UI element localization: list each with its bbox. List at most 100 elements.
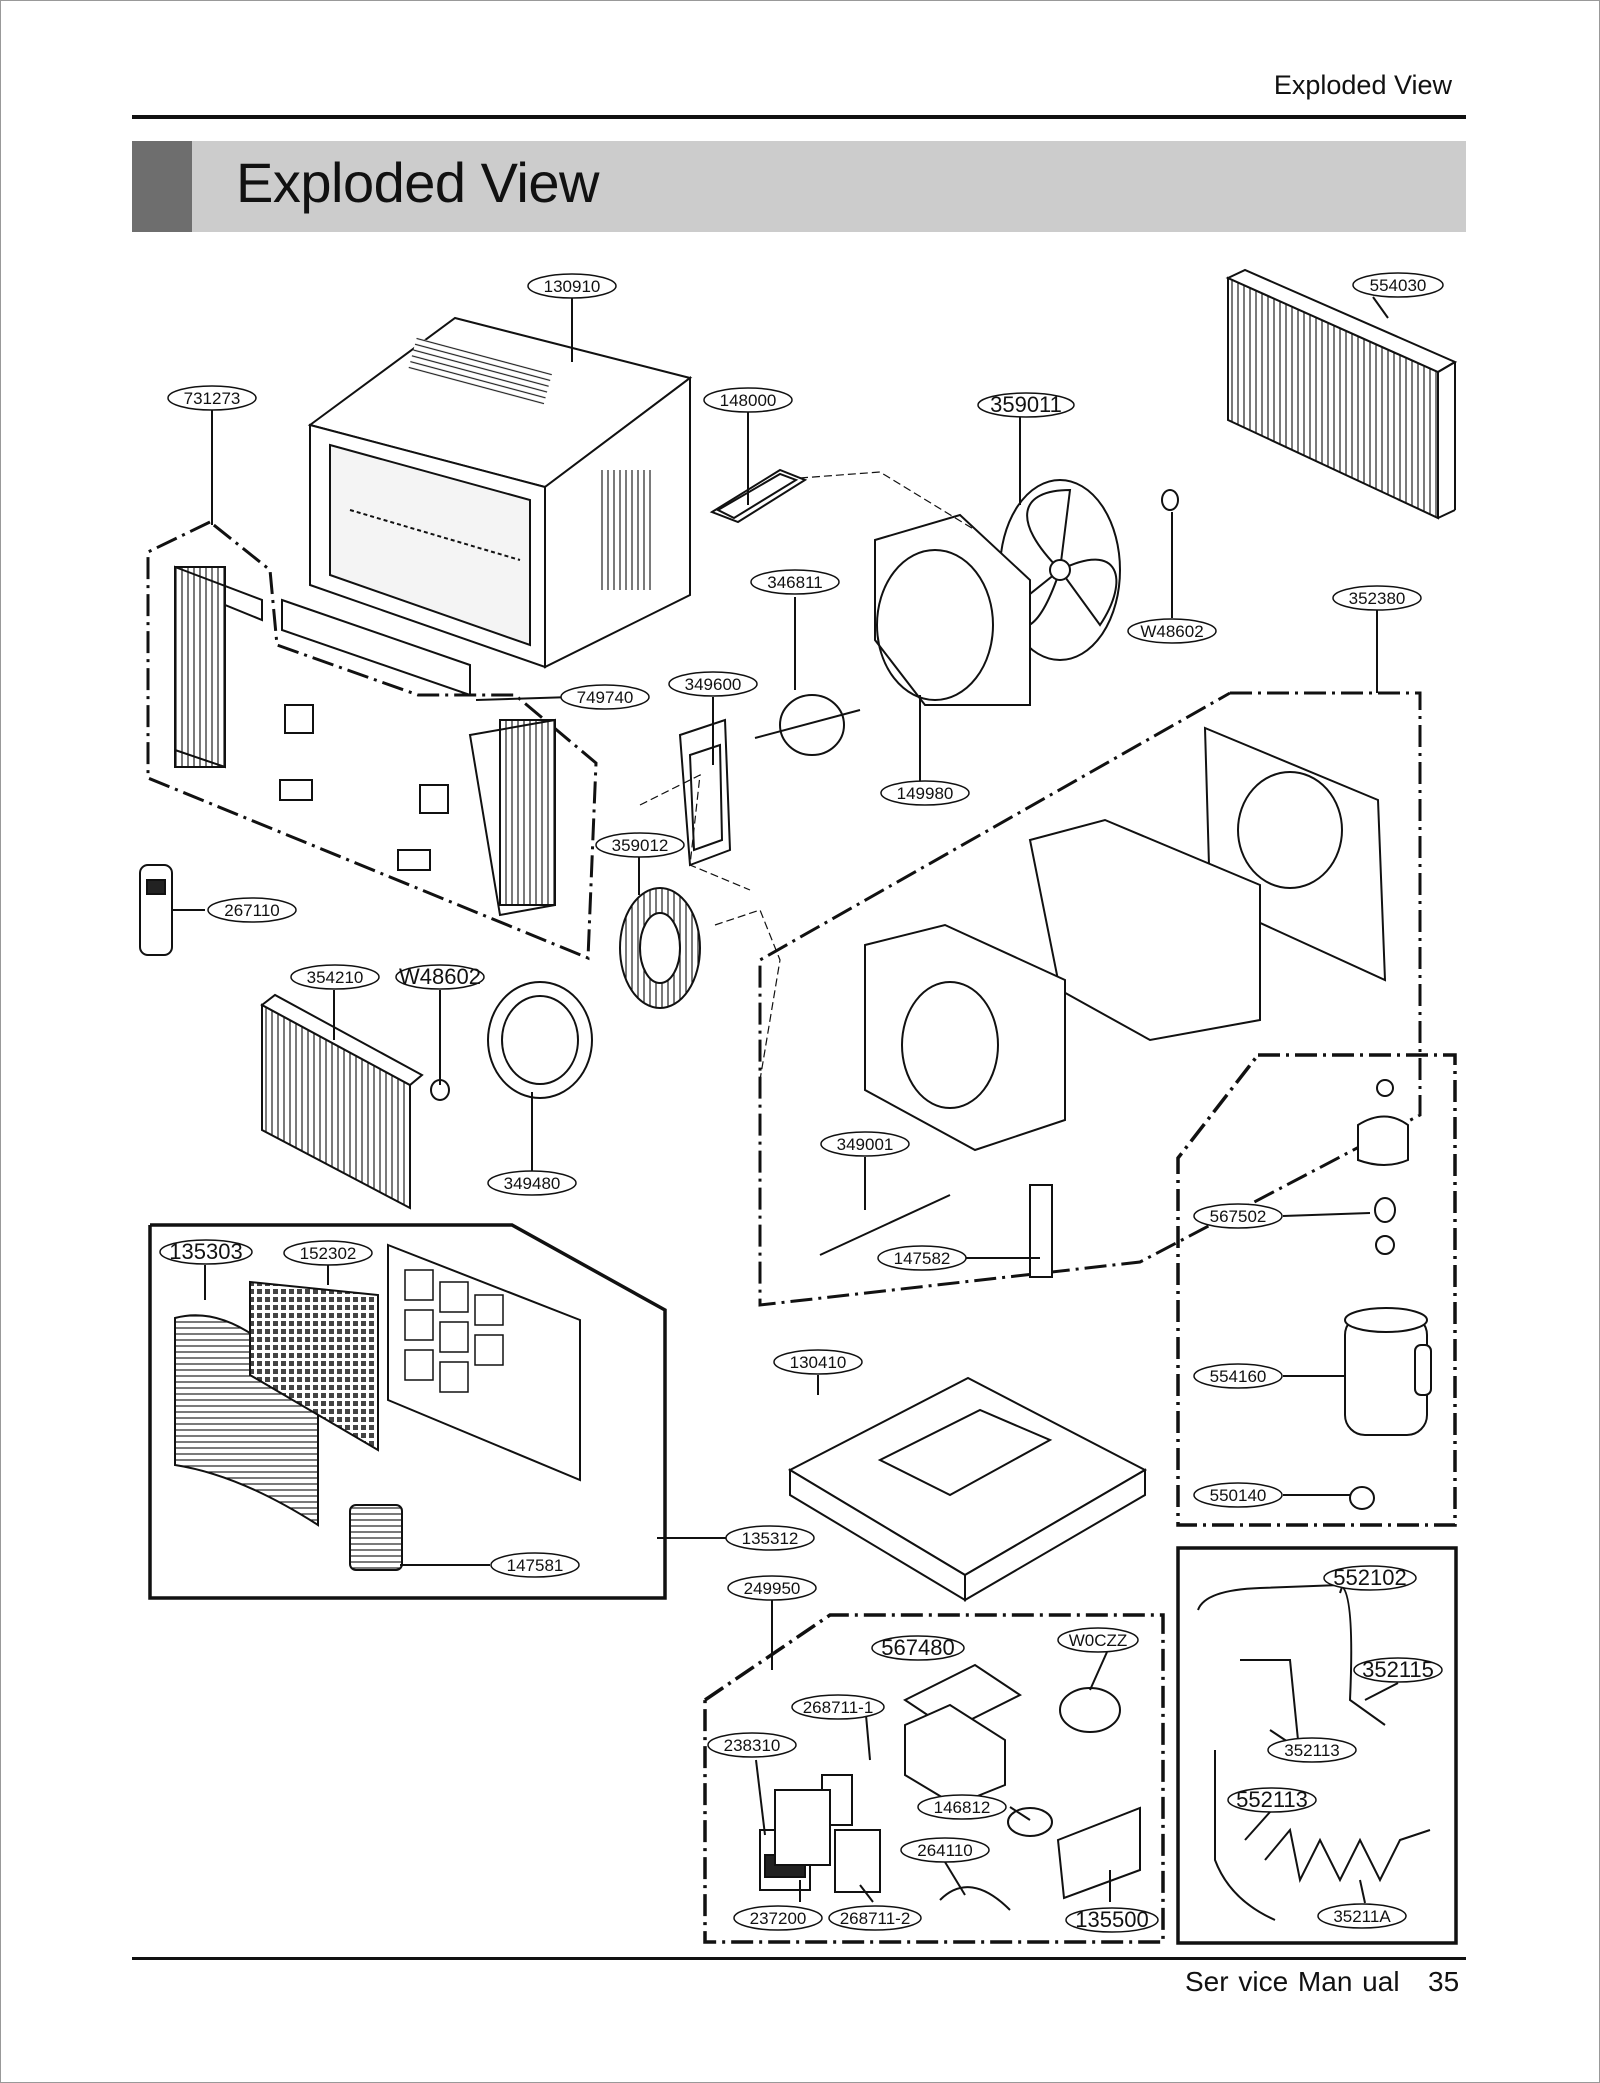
svg-text:268711-1: 268711-1 [803, 1698, 874, 1717]
part-label: 554160 [1193, 1363, 1283, 1389]
svg-text:135312: 135312 [742, 1529, 799, 1548]
part-label: W0CZZ [1057, 1627, 1139, 1653]
title-tab [132, 141, 192, 232]
svg-text:147582: 147582 [894, 1249, 951, 1268]
svg-text:349480: 349480 [504, 1174, 561, 1193]
part-label: 352113 [1267, 1737, 1357, 1763]
svg-text:349001: 349001 [837, 1135, 894, 1154]
svg-text:W48602: W48602 [1140, 622, 1203, 641]
svg-text:147581: 147581 [507, 1556, 564, 1575]
svg-text:352115: 352115 [1362, 1657, 1434, 1682]
svg-text:146812: 146812 [934, 1798, 991, 1817]
svg-text:W48602: W48602 [399, 964, 481, 989]
svg-text:135500: 135500 [1075, 1907, 1148, 1932]
part-label: 148000 [703, 387, 793, 413]
svg-text:552102: 552102 [1333, 1565, 1406, 1590]
fan-motor-part [754, 694, 861, 756]
svg-text:35211A: 35211A [1333, 1907, 1391, 1926]
part-label: 146812 [917, 1794, 1007, 1820]
svg-text:238310: 238310 [724, 1736, 781, 1755]
part-label: 552113 [1227, 1787, 1317, 1813]
front-panel-group [148, 1223, 667, 1600]
part-label: 354210 [290, 964, 380, 990]
evaporator-case-group [758, 691, 1422, 1307]
svg-text:267110: 267110 [224, 901, 279, 920]
page-title: Exploded View [236, 151, 599, 214]
svg-text:731273: 731273 [184, 389, 241, 408]
footer-manual-name: Ser vice Man ual [1185, 1966, 1400, 1997]
running-header: Exploded View [1273, 70, 1452, 100]
svg-text:354210: 354210 [307, 968, 364, 987]
svg-text:W0CZZ: W0CZZ [1069, 1631, 1128, 1650]
part-label: 731273 [167, 385, 257, 411]
part-label: 349600 [668, 671, 758, 697]
orifice-ring-part [487, 981, 593, 1099]
shroud-part [874, 513, 1031, 706]
part-label: 238310 [707, 1732, 797, 1758]
compressor-group [1176, 1053, 1457, 1527]
part-label: 352380 [1332, 585, 1422, 611]
svg-text:346811: 346811 [767, 573, 822, 592]
part-label: 147581 [490, 1552, 580, 1578]
title-bar [132, 141, 1466, 232]
part-label: 567502 [1193, 1203, 1283, 1229]
svg-text:352113: 352113 [1284, 1741, 1339, 1760]
svg-text:552113: 552113 [1236, 1787, 1308, 1812]
part-label: 264110 [900, 1837, 990, 1863]
header-rule [132, 115, 1466, 119]
part-label: 135500 [1065, 1907, 1159, 1933]
svg-text:264110: 264110 [917, 1841, 972, 1860]
svg-text:352380: 352380 [1349, 589, 1406, 608]
part-label: 550140 [1193, 1482, 1283, 1508]
part-label: 552102 [1323, 1565, 1417, 1591]
part-label: 149980 [880, 780, 970, 806]
remote-control-part [139, 864, 173, 956]
part-label: 352115 [1353, 1657, 1443, 1683]
side-curtain-group [146, 520, 598, 961]
part-label: 152302 [283, 1240, 373, 1266]
part-label: 554030 [1352, 272, 1444, 298]
svg-text:268711-2: 268711-2 [840, 1909, 911, 1928]
svg-text:567480: 567480 [881, 1635, 954, 1660]
part-label: 249950 [727, 1575, 817, 1601]
part-label: 268711-2 [828, 1905, 922, 1931]
cabinet-part [307, 316, 693, 669]
part-label: 135312 [725, 1525, 815, 1551]
part-label: 130910 [527, 273, 617, 299]
base-plate-part [709, 468, 808, 524]
part-label: 346811 [750, 569, 840, 595]
svg-text:359011: 359011 [990, 392, 1062, 417]
part-label: 130410 [773, 1349, 863, 1375]
part-label: 267110 [207, 897, 297, 923]
part-label: 349480 [487, 1170, 577, 1196]
part-label: 349001 [820, 1131, 910, 1157]
part-callouts: 130910 731273 148000 359011 554030 34681… [159, 272, 1444, 1933]
part-label: W48602 [1127, 618, 1217, 644]
leader-lines [172, 296, 1399, 1904]
part-label: 749740 [560, 684, 650, 710]
svg-text:249950: 249950 [744, 1579, 801, 1598]
part-label: 35211A [1317, 1903, 1407, 1929]
svg-text:749740: 749740 [577, 688, 634, 707]
page-number: 35 [1428, 1966, 1460, 1997]
part-label: 147582 [877, 1245, 967, 1271]
part-label: 135303 [159, 1239, 253, 1265]
svg-text:550140: 550140 [1210, 1486, 1267, 1505]
evaporator-coil-part [260, 993, 424, 1210]
svg-text:130910: 130910 [544, 277, 601, 296]
svg-text:149980: 149980 [897, 784, 954, 803]
svg-text:359012: 359012 [612, 836, 669, 855]
part-label: 359012 [595, 832, 685, 858]
footer-rule [132, 1957, 1466, 1960]
part-label: 567480 [871, 1635, 965, 1661]
svg-text:130410: 130410 [790, 1353, 847, 1372]
svg-text:554030: 554030 [1370, 276, 1427, 295]
motor-bracket-part [678, 718, 732, 867]
svg-text:237200: 237200 [750, 1909, 807, 1928]
svg-text:554160: 554160 [1210, 1367, 1267, 1386]
condenser-part [1225, 268, 1458, 520]
part-label: 237200 [733, 1905, 823, 1931]
control-box-group [703, 1613, 1165, 1944]
part-label: 359011 [977, 392, 1075, 418]
